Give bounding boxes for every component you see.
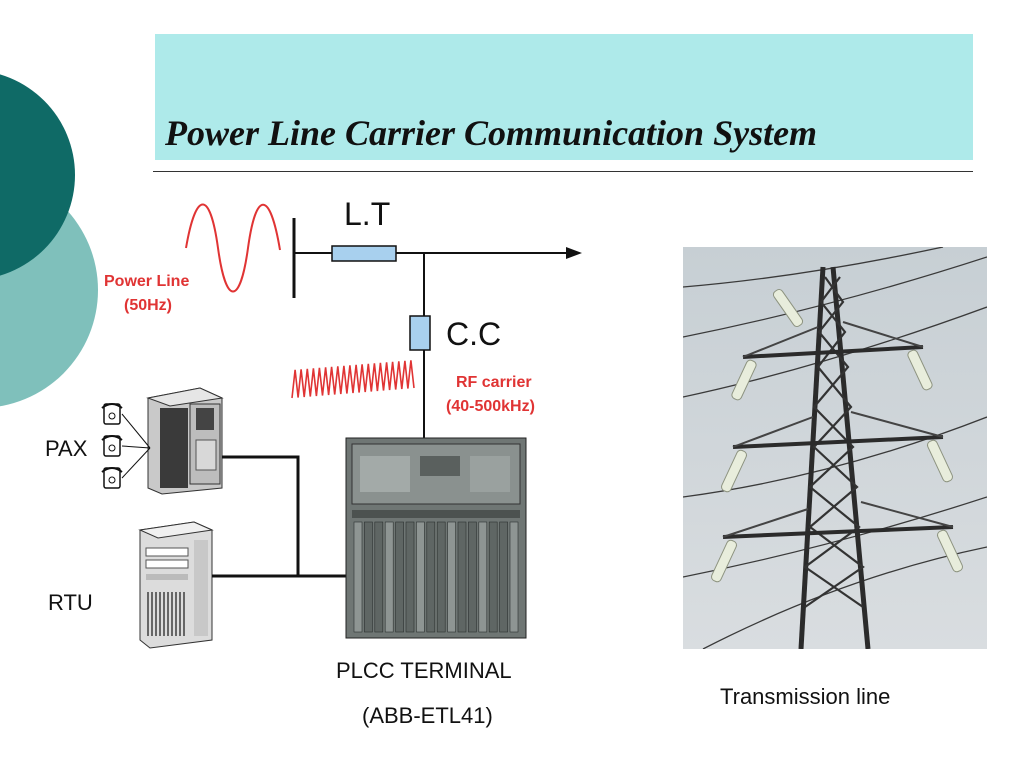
power-line-wave-icon [185,203,281,293]
transmission-tower-photo [683,247,987,649]
connection-wires [212,455,346,578]
decor-circle-dark [0,74,75,276]
coupling-capacitor-block [409,315,431,351]
arrow-head-icon [566,247,582,259]
pax-exchange-icon [146,387,224,495]
phone-icon [101,403,123,425]
rf-carrier-label: RF carrier [456,374,532,391]
title-bar [155,34,973,160]
title-underline [153,171,973,172]
line-trap-label: L.T [344,196,391,232]
line-trap-block [331,245,397,262]
rtu-computer-icon [138,521,214,649]
slide-title: Power Line Carrier Communication System [165,113,818,153]
coupling-capacitor-label: C.C [446,316,502,352]
rtu-label: RTU [48,590,93,615]
plcc-terminal-rack-icon [345,437,527,639]
phone-icon [101,467,123,489]
plcc-terminal-label: PLCC TERMINAL [336,658,512,683]
phone-icon [101,435,123,457]
transmission-line-caption: Transmission line [720,684,891,709]
rf-carrier-wave-icon [291,360,415,399]
power-line-frequency-label: (50Hz) [124,297,173,314]
plcc-model-label: (ABB-ETL41) [362,703,493,728]
pax-label: PAX [45,436,88,461]
rf-carrier-frequency-label: (40-500kHz) [446,398,535,415]
phone-wires [121,413,151,479]
power-line-label: Power Line [104,273,190,290]
